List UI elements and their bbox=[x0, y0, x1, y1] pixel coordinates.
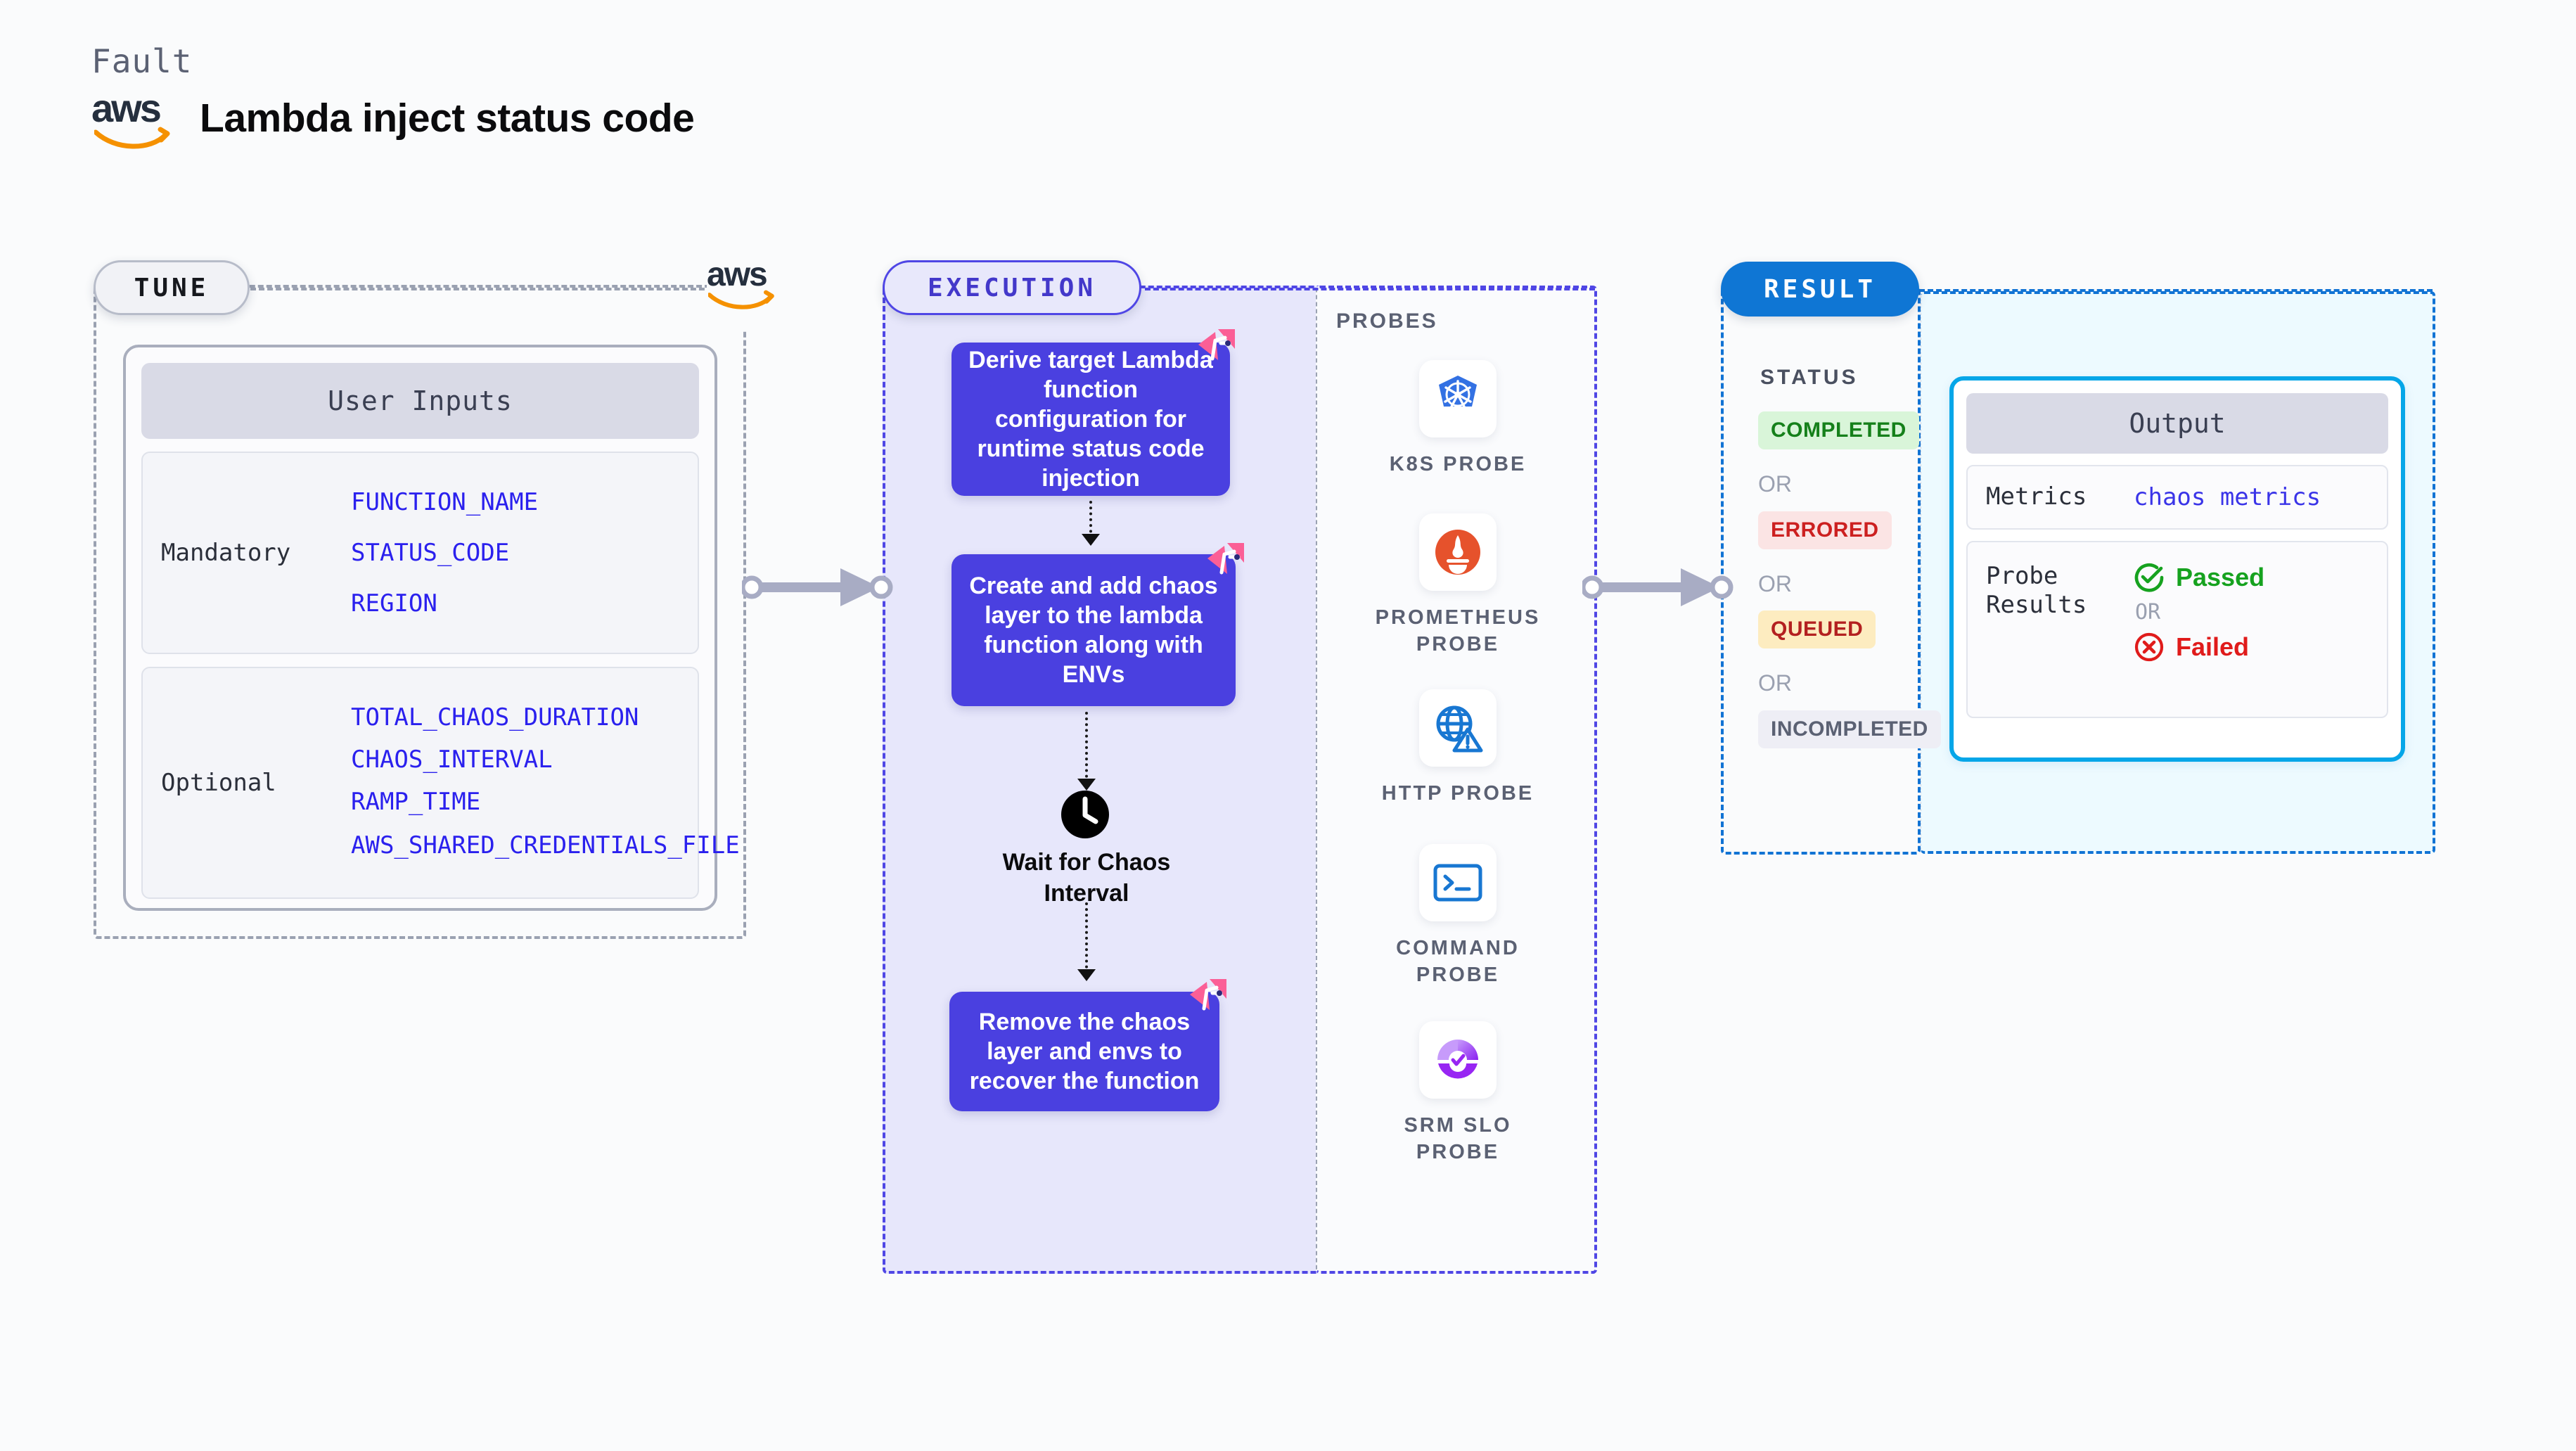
user-inputs-title: User Inputs bbox=[141, 363, 699, 439]
flow-arrow-3 bbox=[1077, 902, 1096, 981]
kubernetes-icon-tile bbox=[1419, 360, 1497, 437]
aws-smile-icon-small bbox=[708, 290, 774, 309]
user-inputs-card: User Inputs Mandatory FUNCTION_NAME STAT… bbox=[123, 345, 740, 911]
probe-label-k8s: K8S PROBE bbox=[1389, 453, 1527, 475]
probes-panel-region bbox=[1316, 286, 1597, 1274]
status-or-label-1: OR bbox=[1758, 471, 1792, 497]
probe-result-failed: Failed bbox=[2134, 632, 2264, 663]
srm-slo-icon bbox=[1437, 1040, 1478, 1079]
probe-label-command: COMMAND PROBE bbox=[1396, 937, 1520, 986]
probes-title: PROBES bbox=[1336, 309, 1438, 333]
param-chaos-interval: CHAOS_INTERVAL bbox=[351, 746, 553, 774]
flow-arrow-2 bbox=[1077, 712, 1096, 791]
status-badge-queued: QUEUED bbox=[1758, 611, 1876, 648]
aws-smile-icon bbox=[94, 127, 170, 149]
page-title: Lambda inject status code bbox=[200, 96, 695, 141]
aws-logo-small: aws bbox=[707, 258, 793, 329]
connector-tune-to-execution bbox=[742, 568, 893, 606]
srm-slo-icon-tile bbox=[1419, 1021, 1497, 1099]
probe-label-prometheus: PROMETHEUS PROBE bbox=[1375, 606, 1541, 656]
x-circle-icon bbox=[2134, 632, 2164, 662]
clock-icon bbox=[1061, 791, 1109, 838]
param-region: REGION bbox=[351, 589, 437, 618]
kubernetes-icon bbox=[1439, 376, 1477, 408]
terminal-icon bbox=[1433, 864, 1482, 902]
param-total-chaos-duration: TOTAL_CHAOS_DURATION bbox=[351, 703, 639, 732]
result-panel-label: RESULT bbox=[1721, 262, 1919, 317]
aws-logo: aws bbox=[91, 89, 179, 149]
probe-result-passed-label: Passed bbox=[2176, 563, 2265, 592]
probe-item-command[interactable]: COMMAND PROBE bbox=[1370, 844, 1546, 988]
optional-params-block: Optional TOTAL_CHAOS_DURATION CHAOS_INTE… bbox=[141, 667, 740, 899]
execution-dashed-connector bbox=[1145, 288, 1595, 290]
probe-item-prometheus[interactable]: PROMETHEUS PROBE bbox=[1370, 513, 1546, 658]
status-badge-errored: ERRORED bbox=[1758, 511, 1892, 549]
probe-label-srm-slo: SRM SLO PROBE bbox=[1404, 1114, 1512, 1163]
status-or-label-2: OR bbox=[1758, 571, 1792, 596]
check-circle-icon bbox=[2134, 563, 2164, 592]
probe-result-or-label: OR bbox=[2135, 600, 2161, 625]
connector-execution-to-result bbox=[1582, 568, 1734, 606]
output-metrics-value: chaos metrics bbox=[2134, 483, 2321, 511]
tune-dashed-connector bbox=[250, 288, 722, 290]
page-header: Fault aws Lambda inject status code bbox=[91, 42, 695, 149]
http-globe-warning-icon bbox=[1436, 705, 1483, 753]
execution-step-3: Remove the chaos layer and envs to recov… bbox=[949, 992, 1219, 1111]
prometheus-icon bbox=[1435, 530, 1480, 575]
probe-item-k8s[interactable]: K8S PROBE bbox=[1370, 360, 1546, 478]
execution-step-2: Create and add chaos layer to the lambda… bbox=[951, 554, 1236, 706]
status-title: STATUS bbox=[1760, 366, 1859, 389]
mandatory-params-block: Mandatory FUNCTION_NAME STATUS_CODE REGI… bbox=[141, 452, 699, 654]
status-or-label-3: OR bbox=[1758, 670, 1792, 696]
param-status-code: STATUS_CODE bbox=[351, 539, 510, 567]
execution-step-1: Derive target Lambda function configurat… bbox=[951, 343, 1230, 496]
wait-for-chaos-interval-label: Wait for Chaos Interval bbox=[1002, 849, 1171, 907]
param-aws-shared-credentials-file: AWS_SHARED_CREDENTIALS_FILE bbox=[351, 831, 740, 860]
probe-result-passed: Passed bbox=[2134, 562, 2264, 593]
result-dashed-connector bbox=[1919, 289, 2433, 292]
flow-arrow-1 bbox=[1082, 501, 1100, 546]
tune-panel-label: TUNE bbox=[94, 260, 250, 315]
param-ramp-time: RAMP_TIME bbox=[351, 788, 481, 817]
output-metrics-key: Metrics bbox=[1986, 482, 2087, 511]
output-title: Output bbox=[1966, 393, 2388, 454]
tune-panel-region bbox=[94, 285, 746, 939]
param-function-name: FUNCTION_NAME bbox=[351, 488, 539, 516]
probe-result-failed-label: Failed bbox=[2176, 632, 2250, 661]
mandatory-label: Mandatory bbox=[161, 539, 291, 567]
optional-label: Optional bbox=[161, 769, 276, 797]
probe-item-http[interactable]: HTTP PROBE bbox=[1370, 689, 1546, 807]
prometheus-icon-tile bbox=[1419, 513, 1497, 591]
fault-kind-label: Fault bbox=[91, 42, 193, 80]
probe-item-srm-slo[interactable]: SRM SLO PROBE bbox=[1370, 1021, 1546, 1165]
http-globe-warning-icon-tile bbox=[1419, 689, 1497, 767]
status-badge-incompleted: INCOMPLETED bbox=[1758, 710, 1941, 748]
execution-panel-label: EXECUTION bbox=[883, 260, 1141, 315]
terminal-icon-tile bbox=[1419, 844, 1497, 921]
status-badge-completed: COMPLETED bbox=[1758, 411, 1919, 449]
probe-label-http: HTTP PROBE bbox=[1381, 782, 1534, 805]
output-metrics-row: Metrics chaos metrics bbox=[1966, 465, 2388, 530]
